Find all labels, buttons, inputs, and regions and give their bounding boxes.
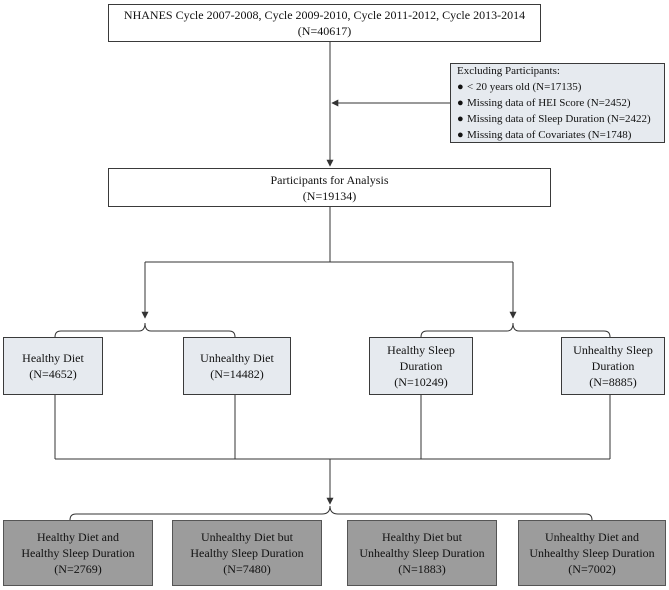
unhealthy-sleep-duration-box: Unhealthy Sleep Duration (N=8885) [561, 337, 665, 395]
healthy-sleep-label-2: Duration [399, 359, 443, 373]
healthy-sleep-count: (N=10249) [394, 375, 448, 389]
brace-sleep [420, 322, 611, 338]
analysis-title: Participants for Analysis [270, 172, 389, 187]
healthy-sleep-duration-box: Healthy Sleep Duration (N=10249) [369, 337, 473, 395]
unhealthy-diet-label: Unhealthy Diet [200, 351, 274, 365]
unhealthy-sleep-label-2: Duration [591, 359, 635, 373]
outcome-unhealthy-diet-unhealthy-sleep-box: Unhealthy Diet and Unhealthy Sleep Durat… [518, 520, 666, 586]
outcome-label-2: Unhealthy Sleep Duration [359, 546, 485, 560]
outcome-label-1: Unhealthy Diet and [545, 530, 639, 544]
outcome-healthy-diet-unhealthy-sleep-box: Healthy Diet but Unhealthy Sleep Duratio… [347, 520, 497, 586]
brace-outcomes [69, 505, 593, 521]
outcome-healthy-diet-healthy-sleep-box: Healthy Diet and Healthy Sleep Duration … [3, 520, 153, 586]
excluding-participants-box: Excluding Participants: ●< 20 years old … [450, 63, 665, 143]
nhanes-cycles-title: NHANES Cycle 2007-2008, Cycle 2009-2010,… [123, 8, 526, 22]
nhanes-cycles-box: NHANES Cycle 2007-2008, Cycle 2009-2010,… [108, 4, 541, 42]
unhealthy-diet-count: (N=14482) [210, 367, 264, 381]
outcome-count: (N=1883) [398, 562, 446, 576]
participants-for-analysis-box: Participants for Analysis (N=19134) [108, 168, 551, 207]
healthy-diet-label: Healthy Diet [22, 351, 84, 365]
outcome-label-2: Healthy Sleep Duration [21, 546, 135, 560]
excluding-item: ●< 20 years old (N=17135) [457, 81, 582, 93]
unhealthy-sleep-count: (N=8885) [589, 375, 637, 389]
healthy-diet-count: (N=4652) [29, 367, 77, 381]
healthy-diet-box: Healthy Diet (N=4652) [3, 337, 103, 395]
excluding-item: ●Missing data of Covariates (N=1748) [457, 129, 632, 141]
outcome-label-2: Healthy Sleep Duration [190, 546, 304, 560]
outcome-label-1: Unhealthy Diet but [201, 530, 293, 544]
outcome-label-1: Healthy Diet but [382, 530, 462, 544]
excluding-title: Excluding Participants: [457, 65, 560, 77]
excluding-item: ●Missing data of HEI Score (N=2452) [457, 97, 631, 109]
outcome-count: (N=7002) [568, 562, 616, 576]
healthy-sleep-label-1: Healthy Sleep [387, 343, 455, 357]
unhealthy-diet-box: Unhealthy Diet (N=14482) [183, 337, 291, 395]
outcome-count: (N=7480) [223, 562, 271, 576]
brace-diet [54, 322, 236, 338]
outcome-label-1: Healthy Diet and [37, 530, 119, 544]
outcome-unhealthy-diet-healthy-sleep-box: Unhealthy Diet but Healthy Sleep Duratio… [172, 520, 322, 586]
outcome-label-2: Unhealthy Sleep Duration [529, 546, 655, 560]
nhanes-cycles-count: (N=40617) [297, 24, 352, 38]
outcome-count: (N=2769) [54, 562, 102, 576]
excluding-item: ●Missing data of Sleep Duration (N=2422) [457, 113, 651, 125]
unhealthy-sleep-label-1: Unhealthy Sleep [573, 343, 653, 357]
analysis-count: (N=19134) [302, 188, 357, 203]
